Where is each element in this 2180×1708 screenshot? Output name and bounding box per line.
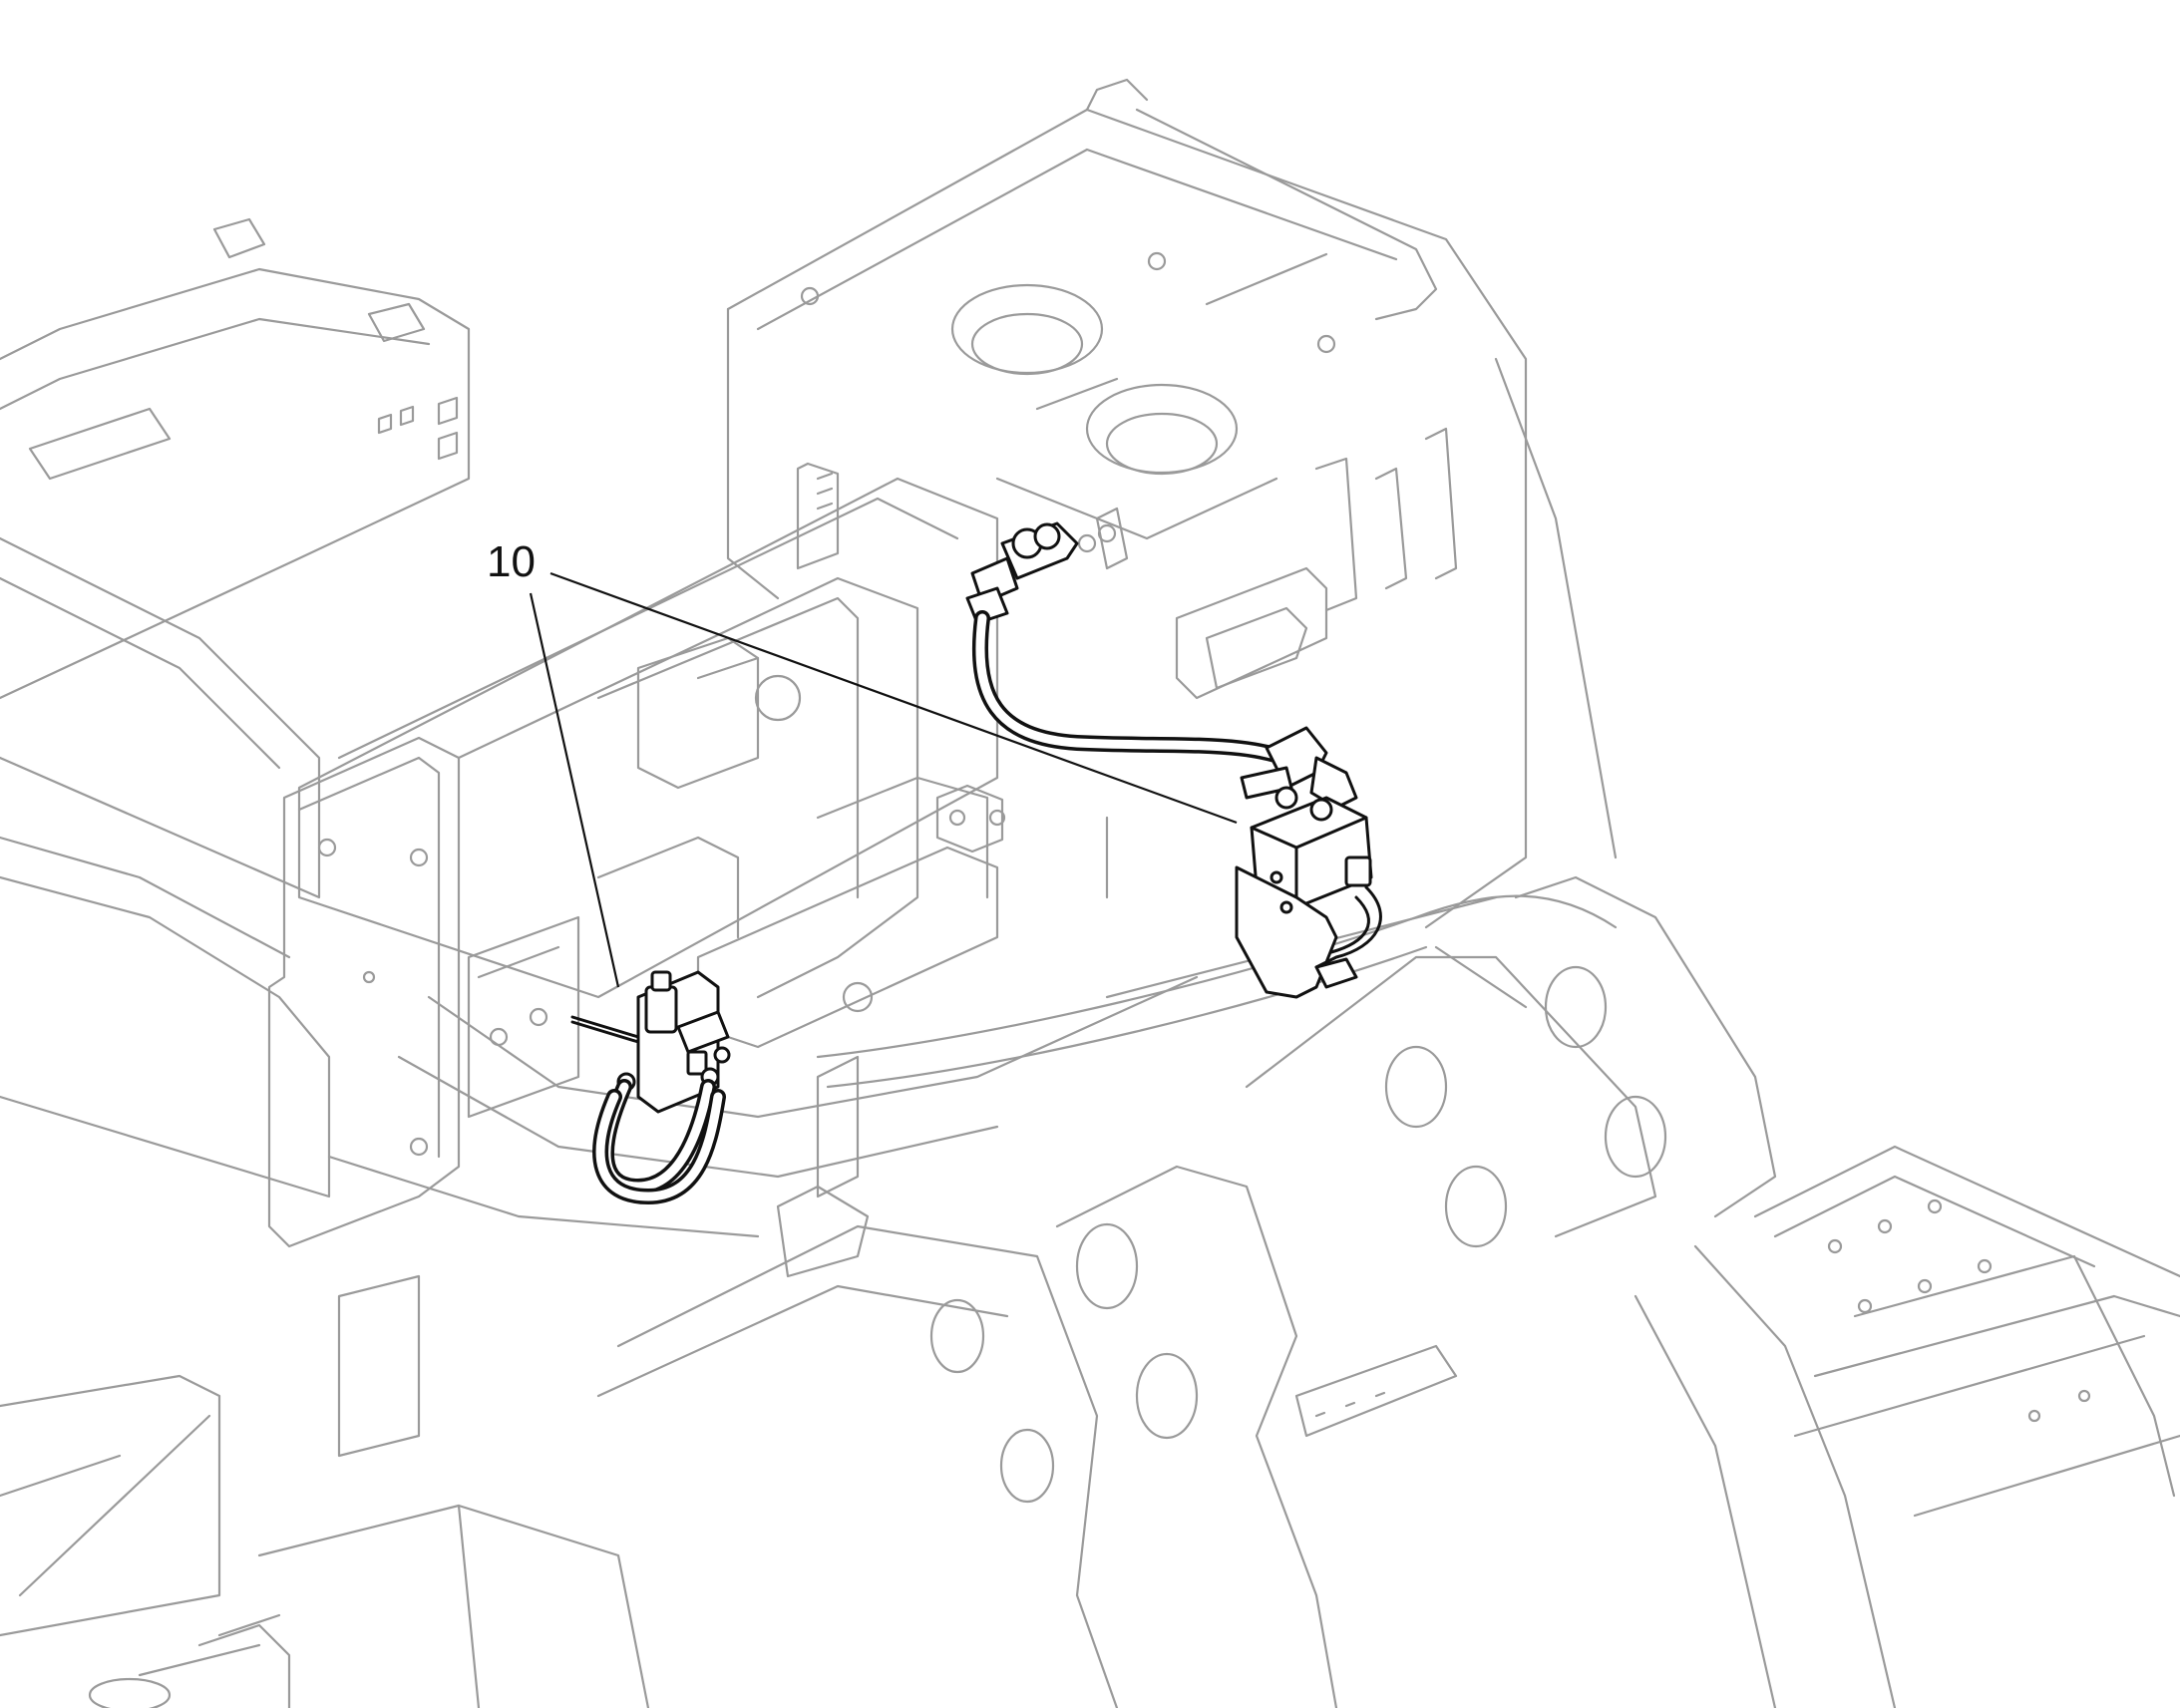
leader-line-to-upper-valve <box>549 571 1238 825</box>
upper-valve-assembly <box>965 521 1382 999</box>
callout-10: 10 <box>487 537 1238 988</box>
callout-label: 10 <box>487 537 536 586</box>
leader-line-to-lower-valve <box>529 592 620 988</box>
machine-frame-context <box>0 78 2180 1708</box>
lower-valve-assembly <box>570 970 731 1205</box>
